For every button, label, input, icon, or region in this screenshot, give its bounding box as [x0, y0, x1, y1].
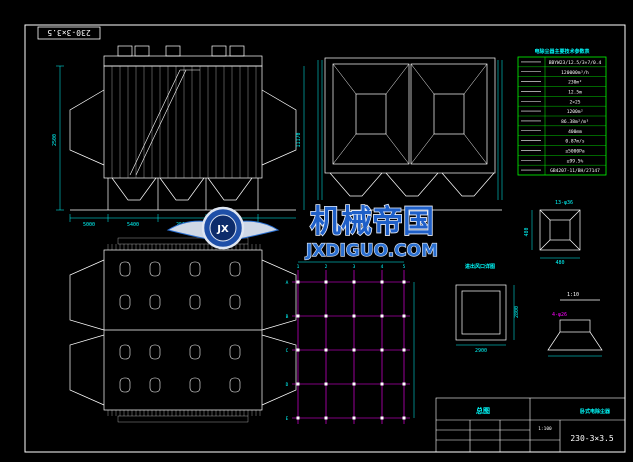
side-view — [317, 57, 503, 211]
grid-row-label: E — [286, 416, 289, 422]
grid-row-label: D — [286, 382, 289, 388]
elevation-dimensions — [56, 65, 305, 222]
spec-value-6: 1200m² — [567, 109, 584, 115]
elev-dim-height: 11170 — [296, 132, 302, 147]
spec-value-5: 2×25 — [569, 99, 580, 105]
grid-row-label: A — [286, 280, 289, 286]
detail-b — [547, 299, 603, 357]
foundation-plan — [292, 261, 415, 424]
watermark-cn: 机械帝国 — [310, 204, 434, 240]
detail-a-label: 13-φ36 — [555, 200, 573, 206]
grid-col-label: 5 — [403, 264, 406, 270]
title-block-sheet-no: 230-3×3.5 — [570, 434, 614, 443]
logo-letters: JX — [216, 224, 229, 235]
spec-value-7: 86.38m²/m³ — [561, 119, 589, 125]
elev-dim-side: 2500 — [52, 134, 58, 146]
watermark-en: JXDIGUO.COM — [305, 241, 438, 261]
title-block-scale: 1:100 — [538, 426, 552, 432]
spec-value-10: ≤5000Pa — [565, 149, 585, 155]
spec-value-9: 0.87m/s — [565, 139, 585, 145]
spec-value-8: 400mm — [568, 129, 582, 135]
detail-c-dim-1: 2900 — [475, 348, 487, 354]
spec-table: 电除尘器主要技术参数表 BBYW23/12.5/3×7/0.4 120000m³/… — [517, 48, 607, 176]
elev-dim-1: 5000 — [83, 222, 95, 228]
jxdiguo-watermark: JX 机械帝国 JXDIGUO.COM — [166, 203, 439, 262]
grid-row-label: B — [286, 314, 289, 320]
detail-a-dim-2: 480 — [524, 227, 530, 236]
spec-value-3: 230m² — [568, 80, 582, 86]
top-view — [69, 237, 297, 423]
spec-value-4: 12.5m — [568, 90, 582, 96]
front-elevation — [69, 45, 297, 211]
detail-a — [531, 209, 581, 259]
grid-row-label: C — [286, 348, 289, 354]
detail-c-title: 进出风口详图 — [465, 263, 495, 270]
detail-c-dim-2: 2800 — [514, 306, 520, 318]
spec-value-1: BBYW23/12.5/3×7/0.4 — [549, 60, 602, 66]
spec-value-12: GB4207-11/BH/27147 — [550, 168, 600, 174]
grid-col-label: 4 — [381, 264, 384, 270]
grid-col-label: 1 — [297, 264, 300, 270]
elev-dim-2: 5400 — [127, 222, 139, 228]
grid-col-label: 2 — [325, 264, 328, 270]
detail-b-scale: 1:10 — [567, 292, 579, 298]
drawing-number-tag: 230-3×3.5 — [37, 26, 101, 40]
title-block-product: 卧式电除尘器 — [580, 408, 611, 415]
drawing-frame — [24, 24, 626, 453]
title-block — [435, 397, 626, 453]
title-block-title: 总图 — [476, 406, 490, 415]
detail-b-label: 4-φ26 — [552, 312, 567, 318]
grid-col-label: 3 — [353, 264, 356, 270]
spec-table-title: 电除尘器主要技术参数表 — [534, 48, 590, 55]
detail-c — [455, 284, 515, 346]
detail-a-dim-1: 480 — [555, 260, 564, 266]
drawing-number-top: 230-3×3.5 — [47, 28, 91, 37]
spec-value-2: 120000m³/h — [561, 70, 589, 76]
spec-value-11: ≥99.5% — [567, 158, 584, 164]
